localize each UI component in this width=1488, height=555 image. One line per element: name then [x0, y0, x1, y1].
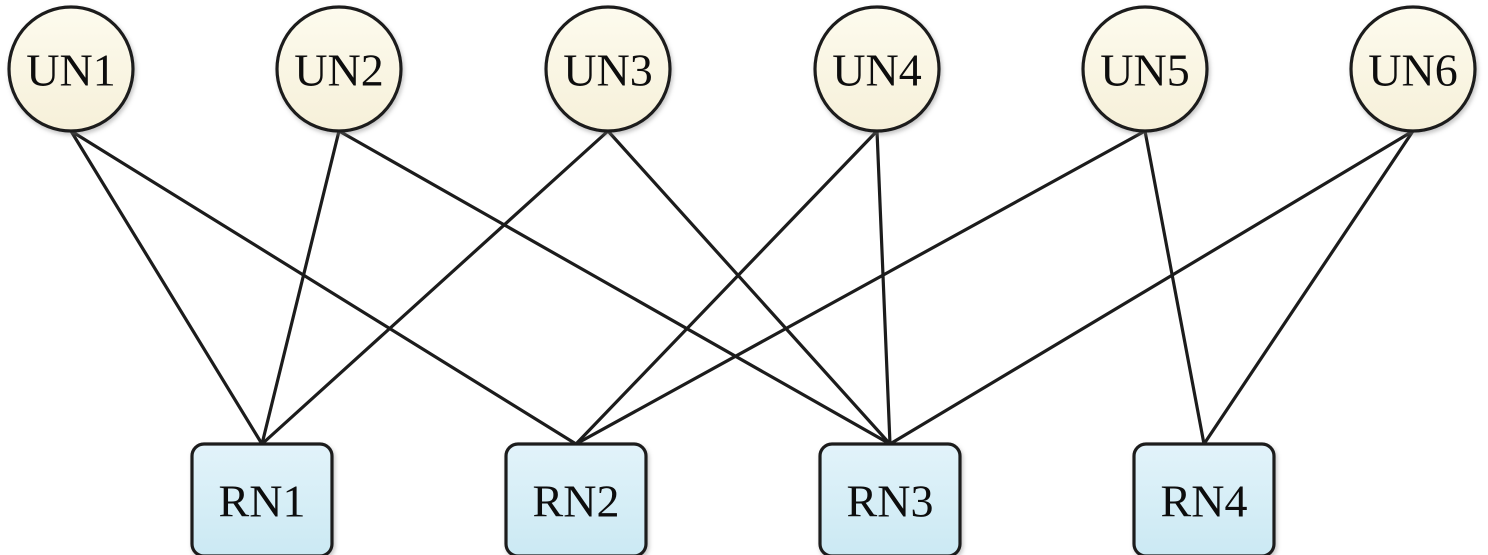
user-node-label: UN6	[1368, 45, 1457, 96]
relay-node-shape	[1132, 442, 1276, 555]
relay-node-label: RN4	[1161, 476, 1248, 527]
user-node-shape	[1349, 5, 1477, 133]
user-node-un3[interactable]: UN3	[544, 5, 672, 133]
relay-node-rn3[interactable]: RN3	[818, 442, 962, 555]
edge-layer	[69, 129, 1415, 446]
edge-un5-rn2	[574, 129, 1147, 446]
edge-un4-rn2	[574, 129, 879, 446]
user-node-un1[interactable]: UN1	[7, 5, 135, 133]
edge-un1-rn2	[69, 129, 578, 446]
edge-un3-rn1	[260, 129, 610, 446]
user-node-label: UN4	[832, 45, 921, 96]
edge-un3-rn3	[606, 129, 892, 446]
edge-un2-rn1	[260, 129, 341, 446]
user-node-shape	[1081, 5, 1209, 133]
user-node-un2[interactable]: UN2	[275, 5, 403, 133]
user-node-shape	[7, 5, 135, 133]
edge-un4-rn3	[875, 129, 892, 446]
user-node-shape	[275, 5, 403, 133]
relay-node-shape	[190, 442, 334, 555]
user-node-label: UN3	[563, 45, 652, 96]
user-node-un5[interactable]: UN5	[1081, 5, 1209, 133]
relay-node-label: RN2	[533, 476, 620, 527]
edge-un6-rn3	[888, 129, 1415, 446]
user-node-shape	[544, 5, 672, 133]
relay-node-layer: RN1 RN2 RN3 RN4	[190, 442, 1276, 555]
user-node-layer: UN1 UN2 UN3 UN4 UN5 UN6	[7, 5, 1477, 133]
relay-node-shape	[504, 442, 648, 555]
user-node-label: UN1	[26, 45, 115, 96]
relay-node-shape	[818, 442, 962, 555]
relay-node-label: RN3	[847, 476, 934, 527]
edge-un1-rn1	[69, 129, 264, 446]
relay-node-rn2[interactable]: RN2	[504, 442, 648, 555]
edge-un6-rn4	[1202, 129, 1415, 446]
relay-node-rn4[interactable]: RN4	[1132, 442, 1276, 555]
user-node-un6[interactable]: UN6	[1349, 5, 1477, 133]
relay-node-label: RN1	[219, 476, 306, 527]
relay-node-rn1[interactable]: RN1	[190, 442, 334, 555]
edge-un5-rn4	[1143, 129, 1206, 446]
user-node-shape	[813, 5, 941, 133]
user-node-un4[interactable]: UN4	[813, 5, 941, 133]
edge-un2-rn3	[337, 129, 892, 446]
user-node-label: UN2	[294, 45, 383, 96]
user-node-label: UN5	[1100, 45, 1189, 96]
